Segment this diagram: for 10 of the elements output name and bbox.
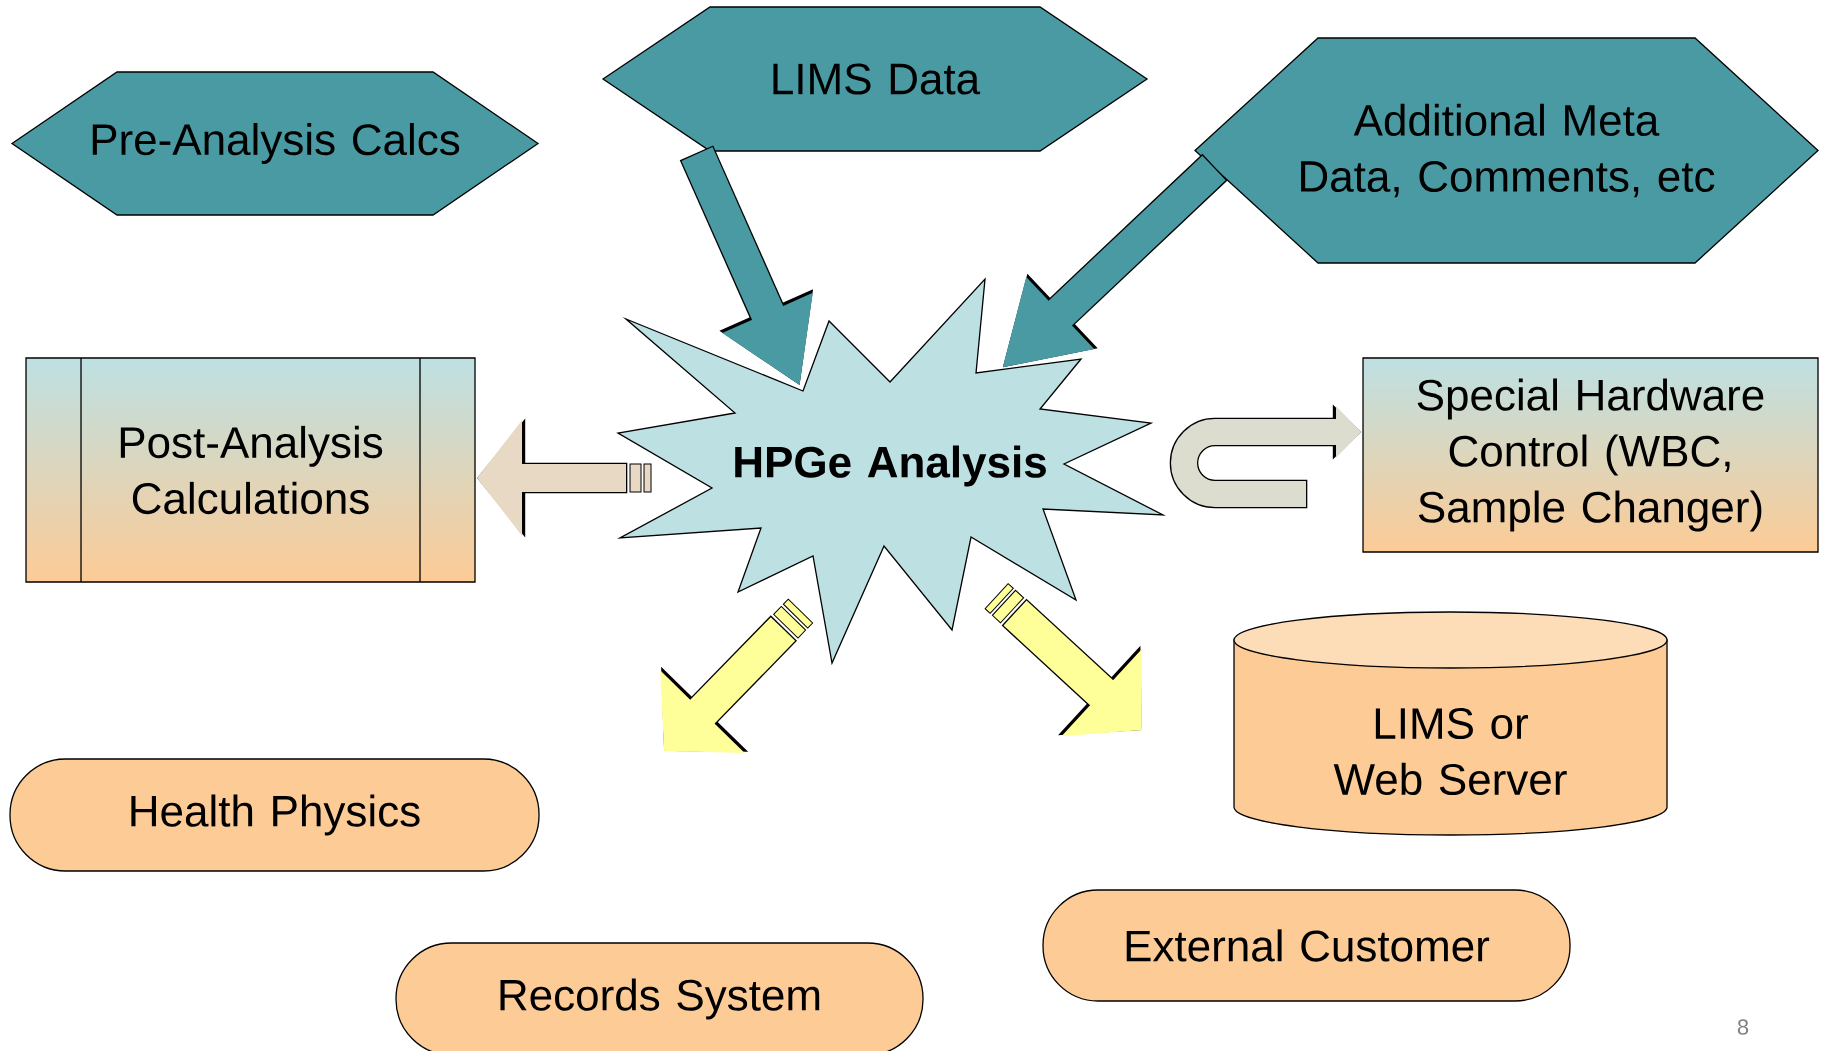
terminal-pill: Health Physics <box>9 758 540 872</box>
process-box: Special Hardware Control (WBC, Sample Changer) <box>1362 357 1819 553</box>
block-arrow <box>660 598 814 753</box>
database-cylinder: LIMS or Web Server <box>1233 611 1668 836</box>
page-number: 8 <box>1737 1019 1749 1035</box>
hexagon: Additional Meta Data, Comments, etc <box>1194 37 1819 264</box>
starburst: HPGe Analysis <box>616 277 1166 666</box>
process-box: Post-Analysis Calculations <box>25 357 476 583</box>
terminal-pill: External Customer <box>1042 889 1571 1002</box>
terminal-pill: Records System <box>395 942 924 1051</box>
